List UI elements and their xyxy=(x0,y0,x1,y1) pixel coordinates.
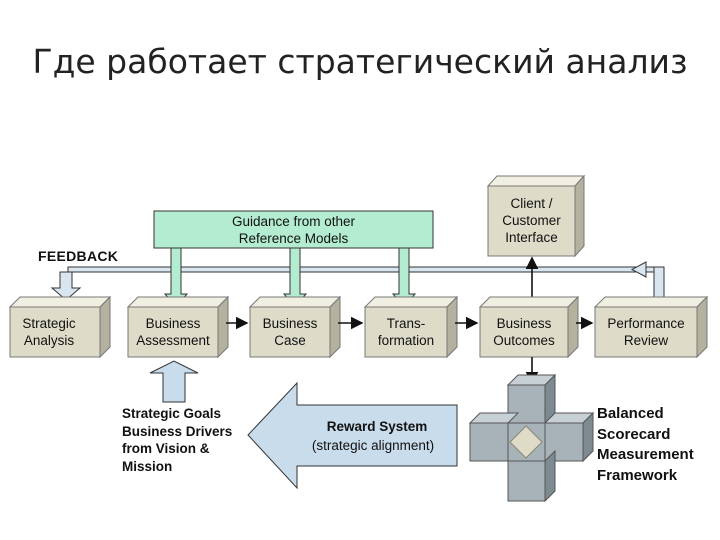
scorecard-cubes xyxy=(468,373,595,503)
feedback-loop xyxy=(50,261,665,301)
process-boxes xyxy=(8,295,709,359)
guidance-box xyxy=(153,210,434,249)
client-box xyxy=(486,174,586,258)
guidance-label: Guidance from other Reference Models xyxy=(231,214,356,246)
client-label: Client / Customer Interface xyxy=(502,196,561,245)
step-transformation: Trans- formation xyxy=(377,316,435,348)
reward-subtitle: (strategic alignment) xyxy=(311,438,435,453)
slide-title: Где работает стратегический анализ xyxy=(32,42,688,81)
step-business-outcomes: Business Outcomes xyxy=(493,316,555,348)
goals-up-arrow xyxy=(149,360,199,403)
reward-title: Reward System xyxy=(326,419,428,434)
reward-arrow xyxy=(247,381,458,490)
step-strategic-analysis: Strategic Analysis xyxy=(22,316,76,348)
step-business-assessment: Business Assessment xyxy=(136,316,210,348)
step-business-case: Business Case xyxy=(262,316,318,348)
strategic-goals-text: Strategic Goals Business Drivers from Vi… xyxy=(122,406,233,474)
feedback-label: FEEDBACK xyxy=(38,248,119,264)
step-performance-review: Performance Review xyxy=(607,316,685,348)
balanced-scorecard-text: Balanced Scorecard Measurement Framework xyxy=(597,405,694,484)
